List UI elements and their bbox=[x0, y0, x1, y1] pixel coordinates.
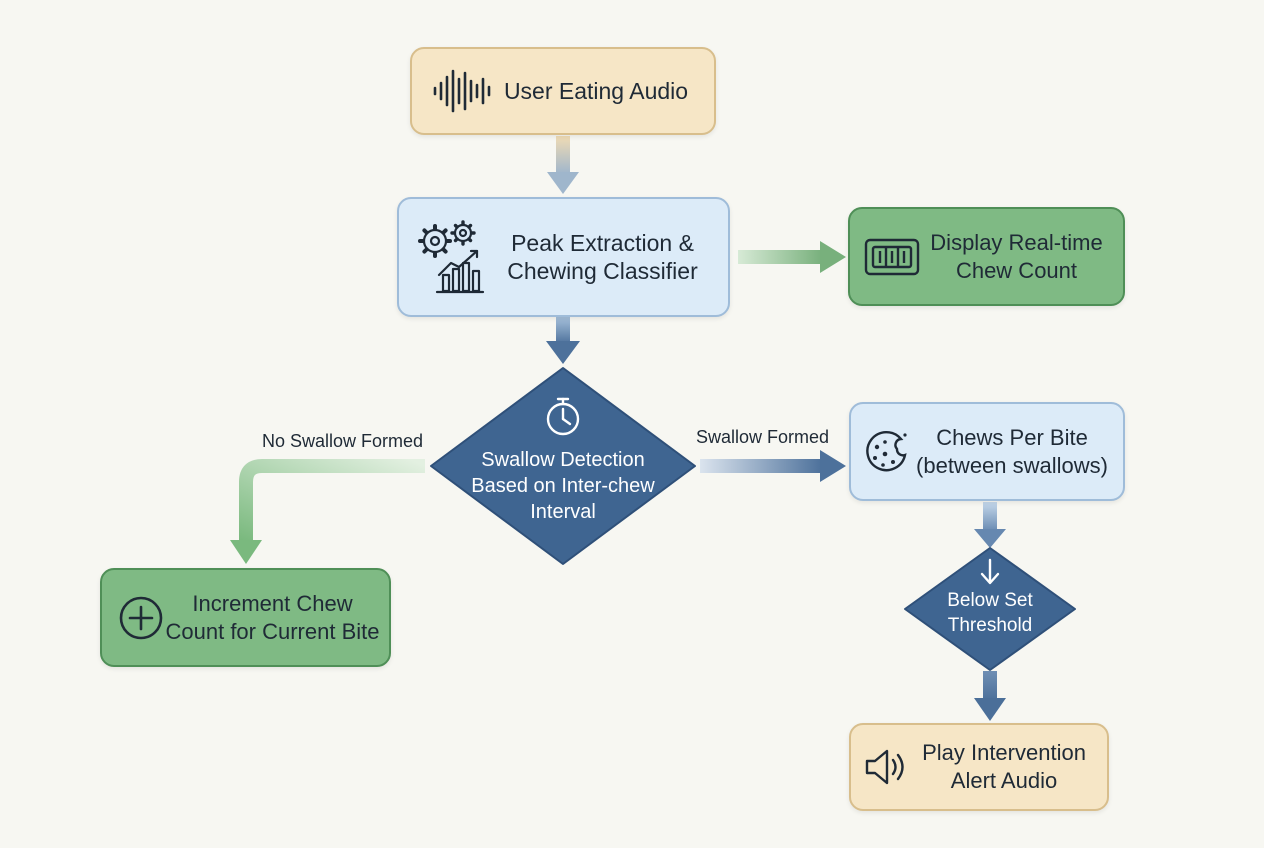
waveform-icon bbox=[433, 69, 491, 113]
display-label: Display Real-time Chew Count bbox=[930, 229, 1103, 283]
cookie-icon bbox=[866, 430, 907, 471]
arrow-classifier-to-swallow bbox=[546, 316, 580, 364]
arrow-swallow-formed bbox=[700, 450, 846, 482]
alert-node: Play Intervention Alert Audio bbox=[849, 723, 1109, 811]
chews-per-bite-node: Chews Per Bite (between swallows) bbox=[849, 402, 1125, 501]
counter-display-icon bbox=[864, 238, 920, 275]
swallow-decision-diamond bbox=[430, 367, 696, 565]
plus-circle-icon bbox=[119, 596, 163, 639]
gears-chart-icon bbox=[418, 220, 485, 294]
increment-label: Increment Chew Count for Current Bite bbox=[165, 590, 380, 644]
chews-per-bite-label: Chews Per Bite (between swallows) bbox=[916, 424, 1108, 478]
arrow-classifier-to-display bbox=[738, 241, 846, 273]
increment-node: Increment Chew Count for Current Bite bbox=[100, 568, 391, 667]
classifier-label: Peak Extraction & Chewing Classifier bbox=[507, 230, 698, 284]
threshold-decision-diamond bbox=[904, 547, 1076, 671]
stopwatch-icon bbox=[546, 397, 580, 436]
speaker-icon bbox=[865, 749, 904, 785]
input-node: User Eating Audio bbox=[410, 47, 716, 135]
alert-label: Play Intervention Alert Audio bbox=[922, 740, 1086, 793]
classifier-node: Peak Extraction & Chewing Classifier bbox=[397, 197, 730, 317]
arrow-down-icon bbox=[980, 558, 1000, 585]
no-swallow-label: No Swallow Formed bbox=[262, 431, 424, 451]
arrow-chews-to-threshold bbox=[974, 502, 1006, 548]
swallow-decision-label: Swallow Detection Based on Inter-chew In… bbox=[471, 449, 655, 523]
arrow-input-to-classifier bbox=[547, 136, 579, 194]
arrow-threshold-to-alert bbox=[974, 671, 1006, 721]
input-label: User Eating Audio bbox=[503, 78, 689, 104]
display-node: Display Real-time Chew Count bbox=[848, 207, 1125, 306]
arrow-no-swallow-formed bbox=[230, 459, 425, 564]
swallow-formed-label: Swallow Formed bbox=[696, 427, 830, 447]
threshold-decision-label: Below Set Threshold bbox=[947, 590, 1033, 636]
